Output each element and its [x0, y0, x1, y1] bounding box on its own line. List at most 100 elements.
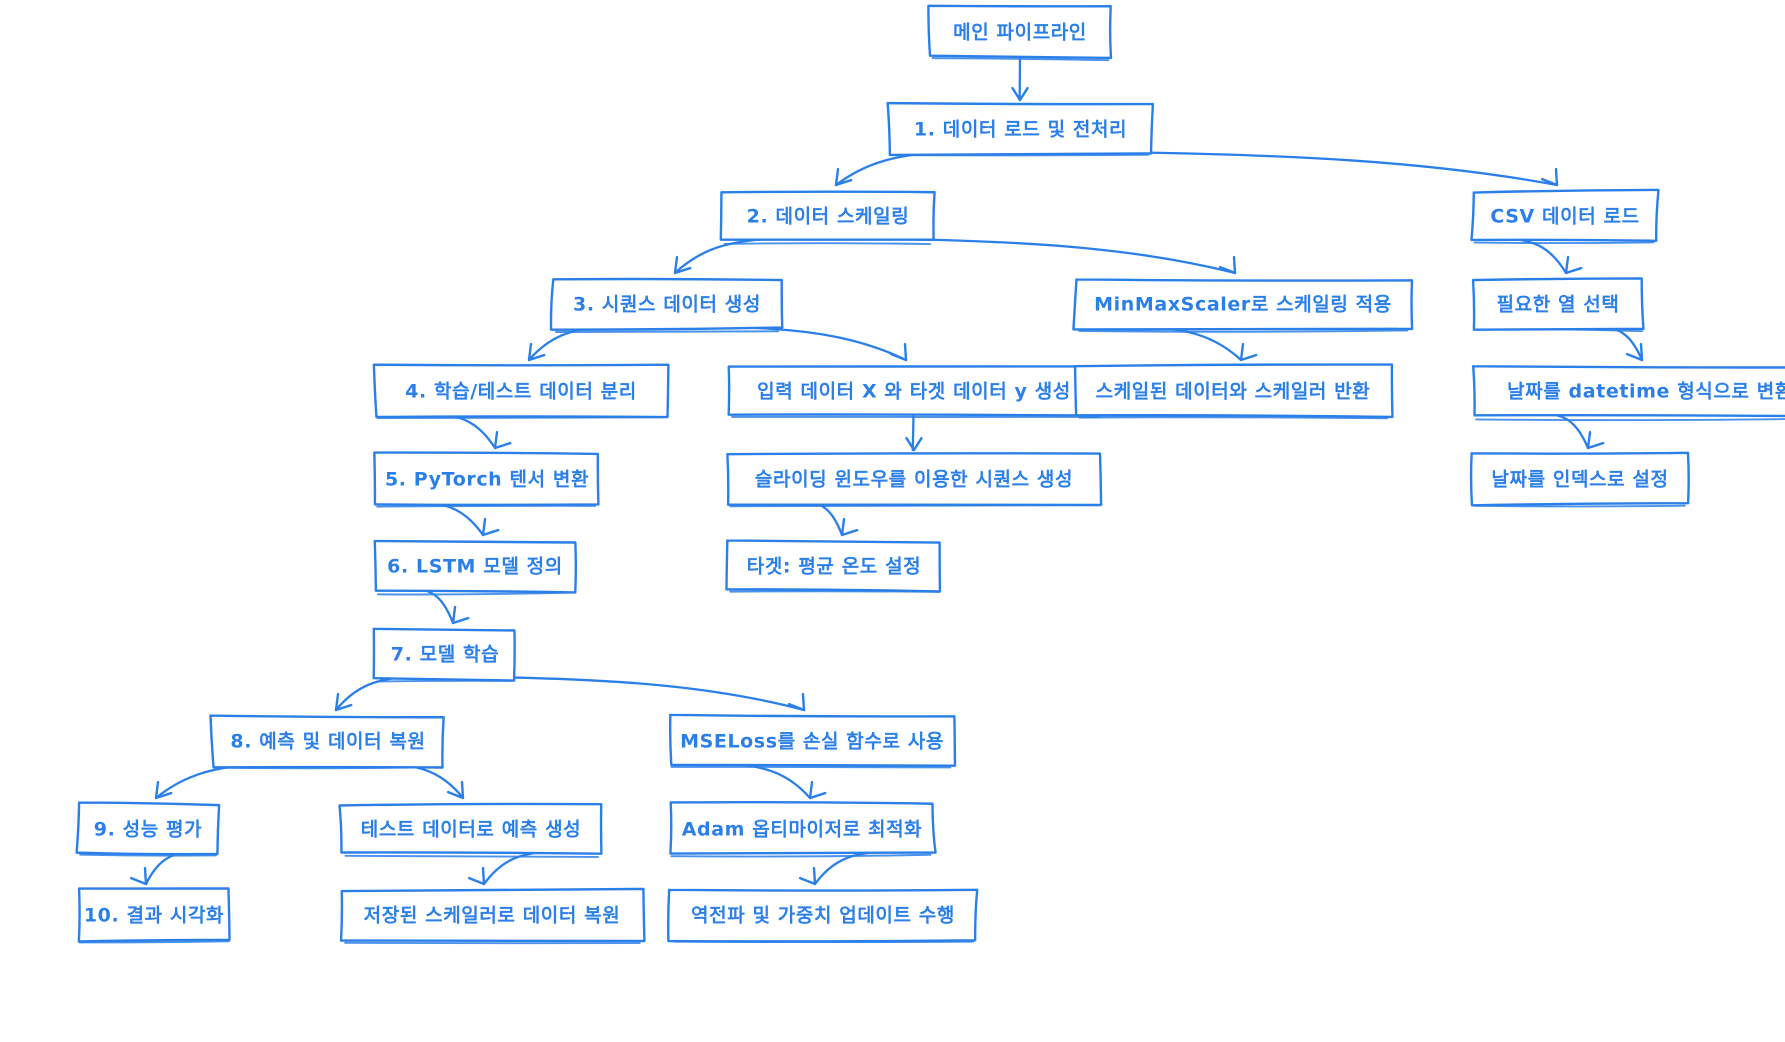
- node-n2[interactable]: 2. 데이터 스케일링: [719, 190, 936, 246]
- edge-n1-to-n3: [1092, 150, 1559, 187]
- edge-n2-to-n5: [886, 237, 1237, 275]
- node-box: [726, 452, 1103, 507]
- node-box-sketch-pass: [892, 153, 1150, 157]
- node-n10[interactable]: 날짜를 datetime 형식으로 변환: [1471, 364, 1785, 422]
- node-box-sketch-pass: [376, 591, 576, 596]
- node-box-sketch-pass: [729, 504, 1101, 508]
- node-n24[interactable]: 역전파 및 가중치 업데이트 수행: [667, 888, 979, 944]
- node-label: 저장된 스케일러로 데이터 복원: [364, 905, 621, 927]
- node-box-sketch-pass: [1078, 329, 1409, 333]
- node-box-sketch-pass: [670, 853, 932, 858]
- node-box: [1471, 277, 1645, 331]
- node-n16[interactable]: 7. 모델 학습: [372, 627, 516, 683]
- edge-n0-to-n1: [1011, 55, 1029, 102]
- node-box: [927, 4, 1113, 60]
- node-label: 타겟: 평균 온도 설정: [747, 556, 921, 578]
- node-n8[interactable]: 입력 데이터 X 와 타겟 데이터 y 생성: [727, 365, 1103, 418]
- edge-n3-to-n6: [1512, 237, 1583, 275]
- node-n18[interactable]: MSELoss를 손실 함수로 사용: [668, 713, 957, 769]
- node-box: [1470, 188, 1660, 242]
- node-n9[interactable]: 스케일된 데이터와 스케일러 반환: [1073, 363, 1394, 420]
- node-box-sketch-pass: [729, 590, 941, 593]
- node-box: [668, 713, 957, 767]
- node-box: [1469, 451, 1690, 507]
- node-n20[interactable]: 테스트 데이터로 예측 생성: [338, 802, 603, 858]
- node-label: 필요한 열 선택: [1497, 294, 1620, 316]
- node-n1[interactable]: 1. 데이터 로드 및 전처리: [886, 101, 1155, 157]
- node-label: 9. 성능 평가: [94, 819, 202, 841]
- node-box: [75, 801, 221, 856]
- node-n21[interactable]: Adam 옵티마이저로 최적화: [669, 800, 937, 858]
- node-label: 슬라이딩 윈도우를 이용한 시퀀스 생성: [755, 469, 1073, 491]
- node-label: 7. 모델 학습: [391, 644, 499, 666]
- node-label: 날짜를 datetime 형식으로 변환: [1507, 381, 1785, 403]
- edges-layer: [129, 55, 1644, 886]
- edge-n1-to-n2: [834, 150, 949, 187]
- node-label: 10. 결과 시각화: [84, 905, 224, 927]
- node-n4[interactable]: 3. 시퀀스 데이터 생성: [549, 277, 784, 333]
- node-n12[interactable]: 슬라이딩 윈도우를 이용한 시퀀스 생성: [726, 452, 1103, 508]
- edge-n7-to-n11: [438, 412, 512, 450]
- node-box-sketch-pass: [78, 940, 230, 944]
- node-n11[interactable]: 5. PyTorch 텐서 변환: [373, 451, 600, 508]
- node-label: 역전파 및 가중치 업데이트 수행: [691, 905, 955, 927]
- node-box: [1072, 278, 1414, 331]
- node-label: 6. LSTM 모델 정의: [387, 556, 563, 578]
- node-box-sketch-pass: [931, 57, 1110, 62]
- edge-n17-to-n19: [154, 762, 265, 800]
- node-n15[interactable]: 타겟: 평균 온도 설정: [725, 539, 942, 593]
- edge-n8-to-n12: [905, 414, 923, 452]
- node-box-sketch-pass: [79, 853, 217, 857]
- node-label: 3. 시퀀스 데이터 생성: [573, 294, 761, 316]
- edge-n17-to-n20: [391, 762, 465, 800]
- node-box: [77, 887, 231, 943]
- node-box-sketch-pass: [554, 330, 780, 333]
- node-n17[interactable]: 8. 예측 및 데이터 복원: [209, 714, 445, 770]
- node-box-sketch-pass: [1473, 504, 1686, 508]
- node-n3[interactable]: CSV 데이터 로드: [1470, 188, 1660, 245]
- node-box: [339, 887, 646, 943]
- node-label: 2. 데이터 스케일링: [747, 206, 910, 228]
- node-box: [1073, 363, 1394, 419]
- node-box-sketch-pass: [1078, 416, 1389, 420]
- node-n0[interactable]: 메인 파이프라인: [927, 4, 1113, 62]
- edge-n18-to-n21: [731, 762, 827, 800]
- node-box-sketch-pass: [1476, 328, 1643, 333]
- node-n14[interactable]: 6. LSTM 모델 정의: [373, 539, 578, 596]
- node-box: [549, 277, 784, 331]
- node-box-sketch-pass: [376, 679, 514, 683]
- node-label: MinMaxScaler로 스케일링 적용: [1094, 294, 1392, 316]
- node-n6[interactable]: 필요한 열 선택: [1471, 277, 1645, 333]
- node-label: 테스트 데이터로 예측 생성: [361, 819, 582, 841]
- node-n7[interactable]: 4. 학습/테스트 데이터 분리: [372, 363, 670, 420]
- node-box: [886, 101, 1155, 157]
- node-box: [373, 451, 600, 507]
- node-label: 날짜를 인덱스로 설정: [1491, 469, 1668, 491]
- node-label: 스케일된 데이터와 스케일러 반환: [1096, 381, 1371, 403]
- node-n5[interactable]: MinMaxScaler로 스케일링 적용: [1072, 278, 1414, 333]
- node-n22[interactable]: 10. 결과 시각화: [77, 887, 231, 944]
- node-box-sketch-pass: [670, 765, 952, 769]
- node-label: 5. PyTorch 텐서 변환: [385, 469, 589, 491]
- node-n13[interactable]: 날짜를 인덱스로 설정: [1469, 451, 1690, 508]
- node-label: CSV 데이터 로드: [1490, 206, 1639, 228]
- node-n19[interactable]: 9. 성능 평가: [75, 801, 221, 857]
- node-label: MSELoss를 손실 함수로 사용: [680, 731, 944, 753]
- node-box-sketch-pass: [214, 766, 443, 770]
- node-box: [372, 627, 516, 682]
- node-box-sketch-pass: [376, 504, 597, 508]
- node-box: [719, 190, 936, 241]
- node-label: 4. 학습/테스트 데이터 분리: [405, 381, 637, 403]
- node-n23[interactable]: 저장된 스케일러로 데이터 복원: [339, 887, 646, 945]
- nodes-layer: 메인 파이프라인 1. 데이터 로드 및 전처리 2. 데이터 스케일링 CSV 데이…: [75, 4, 1785, 945]
- node-box: [372, 363, 670, 419]
- node-box: [669, 800, 937, 855]
- edge-n16-to-n18: [483, 675, 806, 712]
- node-box-sketch-pass: [723, 242, 932, 246]
- edge-n19-to-n22: [129, 850, 189, 886]
- node-label: 8. 예측 및 데이터 복원: [230, 731, 425, 753]
- node-box-sketch-pass: [1473, 241, 1655, 245]
- node-label: 1. 데이터 로드 및 전처리: [914, 119, 1127, 141]
